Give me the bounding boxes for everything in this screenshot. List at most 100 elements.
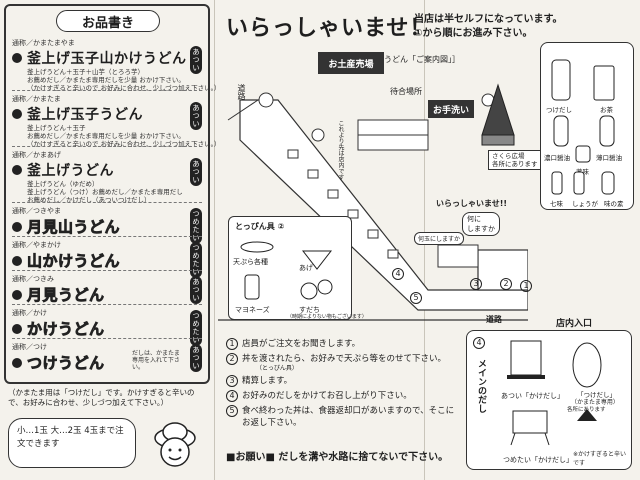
temperature-badge: あつい: [190, 102, 202, 130]
step-number: 3: [226, 375, 238, 387]
menu-item-desc: お薦めだし／かまたま専用だしを少量 おかけ下さい。: [27, 132, 185, 140]
menu-item-desc: （かけすぎると辛いので お好みに合わせ、少しづつ加え下さい。）: [27, 84, 221, 92]
menu-divider: [12, 90, 202, 91]
menu-item-yomi: 通称／かけ: [12, 309, 47, 317]
dashi-step: 4: [473, 337, 489, 349]
staff-bubble-2: 何玉にしますか: [414, 232, 464, 245]
menu-item-desc: 釜上げうどん＋玉子: [27, 124, 86, 132]
menu-item: 通称／かまたま 釜上げ玉子うどん 釜上げうどん＋玉子 お薦めだし／かまたま専用だ…: [12, 94, 220, 148]
topping-age: あげ: [299, 264, 313, 272]
bullet-icon: [12, 255, 22, 266]
menu-item-note: だしは、かまたま専用を入れて下さい。: [132, 350, 180, 371]
menu-item-name: 月見山うどん: [27, 218, 121, 237]
step-text: 食べ終わった丼は、食器返却口があいますので、そこにお返し下さい。: [242, 406, 455, 428]
step-item: 2 丼を渡されたら、お好みで天ぷら等をのせて下さい。（とっぴん具）: [226, 353, 462, 372]
menu-footnote: （かまたま用は「つけだし」です。かけすぎると辛いので、お好みに合わせ、少しづつ加…: [8, 388, 195, 407]
topping-tempura: 天ぷら各種: [233, 258, 268, 266]
menu-item-desc: 釜上げうどん＋玉子＋山芋（とろろ芋）: [27, 68, 144, 76]
bullet-icon: [12, 165, 22, 175]
menu-item: 通称／つけ つけうどん だしは、かまたま専用を入れて下さい。 あつい: [12, 342, 202, 373]
menu-item-desc: 釜上げうどん（つけ）お薦めだし／かまたま専用だし: [27, 188, 183, 196]
toppings-note: （時期によりない物もございます）: [287, 314, 367, 320]
hot-dashi-label: あつい「かけだし」: [501, 392, 564, 400]
instruction-line-2: ①から順にお進み下さい。: [414, 28, 533, 39]
dashi-tanks-icon: [507, 340, 602, 446]
map-step-marker: 1: [520, 280, 536, 292]
menu-divider: [12, 304, 202, 305]
step-item: 1 店員がご注文をお聞きします。: [226, 338, 462, 350]
menu-item-name: つけうどん: [27, 354, 105, 373]
menu-frame: [4, 4, 210, 384]
step-number: 4: [392, 268, 404, 280]
condiment-label: 味の素: [604, 200, 624, 208]
fold-line-left: [214, 0, 215, 480]
instruction-line-1: 当店は半セルフになっています。: [414, 14, 563, 25]
staff-text-1: 何に: [467, 215, 481, 223]
menu-item-desc: お薦めだし／かまたま専用だしを少量 おかけ下さい。: [27, 76, 185, 84]
toppings-title: とっぴん具 ②: [235, 222, 285, 231]
menu-item-name: かけうどん: [27, 320, 105, 339]
parking-label: 待合場所: [390, 87, 422, 96]
souvenir-shop: お土産売場: [318, 52, 384, 74]
map-step-marker: 2: [500, 278, 516, 290]
tempura-illustration-icon: [240, 241, 333, 300]
menu-item-yomi: 通称／つきやま: [12, 207, 61, 215]
toppings-box: とっぴん具 ② 天ぷら各種 あげ マヨネーズ すだち （時期によりない物もござい…: [228, 216, 367, 320]
bullet-icon: [12, 357, 22, 368]
page-title: いらっしゃいませ！: [226, 16, 433, 41]
bullet-icon: [12, 221, 22, 232]
menu-item: 通称／かまあげ 釜上げうどん 釜上げうどん（ゆだめ） 釜上げうどん（つけ）お薦め…: [12, 150, 202, 204]
temperature-badge: あつい: [190, 46, 202, 74]
condiment-label: しょうが: [572, 200, 598, 208]
cold-dashi-label: つめたい「かけだし」: [503, 456, 573, 464]
map-caption: ［山越うどん「ご案内図」］: [360, 55, 460, 64]
step-number: 2: [226, 353, 238, 365]
step-subtext: （とっぴん具）: [256, 365, 298, 372]
menu-item-name: 山かけうどん: [27, 252, 121, 271]
topping-sudachi: すだち: [299, 306, 320, 314]
road-label-left: 道路: [237, 84, 246, 100]
menu-item-yomi: 通称／かまたま: [12, 95, 61, 103]
portion-bubble: 小…1玉 大…2玉 4玉まで注文できます: [8, 418, 136, 468]
menu-panel: お品書き 通称／かまたまやま 釜上げ玉子山かけうどん 釜上げうどん＋玉子＋山芋（…: [4, 4, 221, 474]
request-notice: ■お願い■ だしを溝や水路に捨てないで下さい。: [226, 452, 449, 463]
menu-item-name: 釜上げうどん: [27, 163, 114, 179]
step-number: 2: [500, 278, 512, 290]
map-step-marker: 4: [392, 268, 408, 280]
temperature-badge: つめたい: [190, 310, 202, 346]
tsuke-dashi-label: 「つけだし」: [577, 391, 616, 399]
step-number: 1: [226, 338, 238, 350]
bullet-icon: [12, 289, 22, 300]
step-text: お好みのだしをかけてお召し上がり下さい。: [242, 391, 412, 401]
step-text: 店員がご注文をお聞きします。: [242, 339, 361, 349]
condiment-label: つけだし: [546, 106, 572, 114]
bullet-icon: [12, 109, 22, 119]
step-number: 4: [226, 390, 238, 402]
topping-mayo: マヨネーズ: [235, 306, 270, 314]
step-number: 4: [473, 337, 485, 349]
menu-item-name: 釜上げ玉子うどん: [27, 107, 143, 123]
map-step-marker: 5: [410, 292, 426, 304]
menu-item-yomi: 通称／やまかけ: [12, 241, 61, 249]
order-steps: 1 店員がご注文をお聞きします。 2 丼を渡されたら、お好みで天ぷら等をのせて下さい…: [226, 338, 462, 432]
menu-item-name: 釜上げ玉子山かけうどん: [27, 51, 187, 67]
menu-item: 通称／つきみ 月見うどん あつい: [12, 274, 202, 305]
step-number: 5: [410, 292, 422, 304]
map-step-marker: 3: [470, 278, 486, 290]
menu-item-desc: お薦めだし／かけだし（あついつけだし）: [27, 196, 151, 204]
step-item: 5 食べ終わった丼は、食器返却口があいますので、そこにお返し下さい。: [226, 405, 462, 429]
step-number: 5: [226, 405, 238, 417]
menu-divider: [12, 270, 202, 271]
temperature-badge: つめたい: [190, 242, 202, 278]
road-label-bottom: 道路: [486, 315, 502, 324]
tsuke-dashi-note: 各所にあります: [567, 407, 606, 413]
step-text: 丼を渡されたら、お好みで天ぷら等をのせて下さい。: [242, 354, 447, 364]
menu-item-name: 月見うどん: [27, 286, 105, 305]
welcome-shout: いらっしゃいませ!!: [436, 199, 508, 208]
menu-divider: [12, 338, 202, 339]
menu-item-yomi: 通称／かまあげ: [12, 151, 61, 159]
staff-bubble: 何に しますか: [462, 212, 500, 236]
step-number: 3: [470, 278, 482, 290]
condiment-bottles-icon: [551, 59, 615, 195]
